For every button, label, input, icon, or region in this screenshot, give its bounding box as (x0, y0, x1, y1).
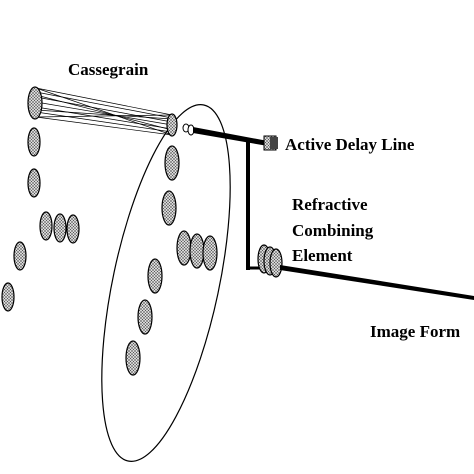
sub-aperture (1, 282, 15, 312)
sub-aperture (27, 127, 41, 157)
sub-aperture (189, 233, 205, 269)
sub-aperture (39, 211, 53, 241)
delay-line-label: Active Delay Line (285, 135, 415, 154)
cassegrain-telescope (27, 86, 178, 137)
beam-to-delay-line (182, 123, 268, 270)
delay-line-mirror (263, 135, 278, 151)
combiner-label-line2: Combining (292, 221, 374, 240)
sub-aperture (27, 168, 41, 198)
sub-aperture (125, 340, 141, 376)
cassegrain-secondary-mirror (166, 113, 178, 137)
pupil-plane-ellipse (101, 104, 231, 462)
combiner-label-line3: Element (292, 246, 353, 265)
sub-aperture (13, 241, 27, 271)
combining-element (246, 244, 474, 300)
sub-aperture (164, 145, 180, 181)
sub-aperture (66, 214, 80, 244)
sub-aperture (161, 190, 177, 226)
sub-aperture (147, 258, 163, 294)
sub-aperture (53, 213, 67, 243)
sub-aperture (176, 230, 192, 266)
cassegrain-primary-mirror (27, 86, 43, 120)
sub-aperture (137, 299, 153, 335)
sub-aperture-array (1, 127, 218, 376)
cassegrain-label: Cassegrain (68, 60, 149, 79)
image-formation-label: Image Form (370, 322, 460, 341)
sub-aperture (202, 235, 218, 271)
combiner-label-line1: Refractive (292, 195, 368, 214)
